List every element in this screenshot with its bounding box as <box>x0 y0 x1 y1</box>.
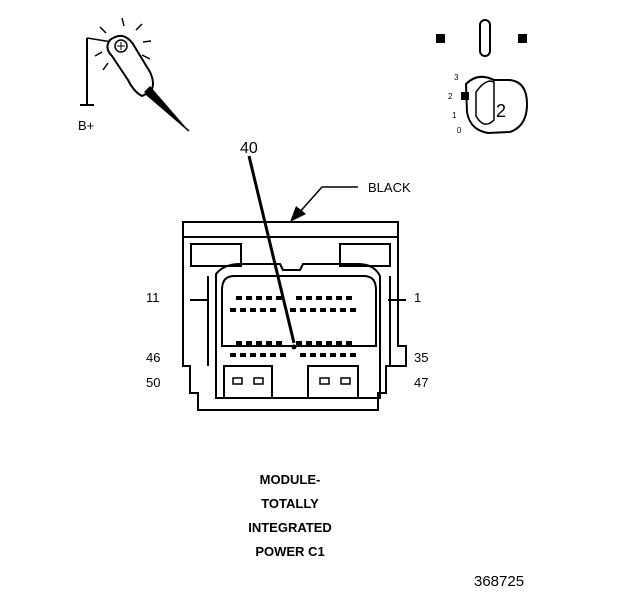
caption-line-4: POWER C1 <box>255 544 324 559</box>
caption-line-2: TOTALLY <box>261 496 319 511</box>
connector-body <box>182 221 407 411</box>
caption-line-3: INTEGRATED <box>248 520 332 535</box>
pin-label-46: 46 <box>146 350 160 365</box>
ignition-position-1: 1 <box>452 111 457 120</box>
ignition-position-2: 2 <box>448 92 453 101</box>
ignition-position-0: 0 <box>457 126 462 135</box>
pin-row-3 <box>236 341 352 345</box>
pin-40-pointer <box>247 155 297 350</box>
color-leader-arrow <box>290 186 358 222</box>
ignition-position-3: 3 <box>454 73 459 82</box>
connector-color-label: BLACK <box>368 180 411 195</box>
pin-row-4 <box>230 353 356 357</box>
ignition-selected-position: 2 <box>496 101 506 121</box>
pin-label-35: 35 <box>414 350 428 365</box>
pin-row-2 <box>230 308 356 312</box>
figure-number: 368725 <box>474 573 524 590</box>
b-plus-label: B+ <box>78 118 94 133</box>
pin-callout-label: 40 <box>240 140 258 157</box>
pin-label-1: 1 <box>414 290 421 305</box>
pin-label-11: 11 <box>146 290 160 305</box>
connector-caption: MODULE- TOTALLY INTEGRATED POWER C1 <box>248 472 332 559</box>
caption-line-1: MODULE- <box>260 472 321 487</box>
pin-row-1 <box>236 296 352 300</box>
ignition-key-icon <box>436 19 529 135</box>
pin-label-50: 50 <box>146 375 160 390</box>
test-lamp-icon <box>80 17 190 132</box>
pin-label-47: 47 <box>414 375 428 390</box>
large-pin-cavities <box>232 377 351 385</box>
